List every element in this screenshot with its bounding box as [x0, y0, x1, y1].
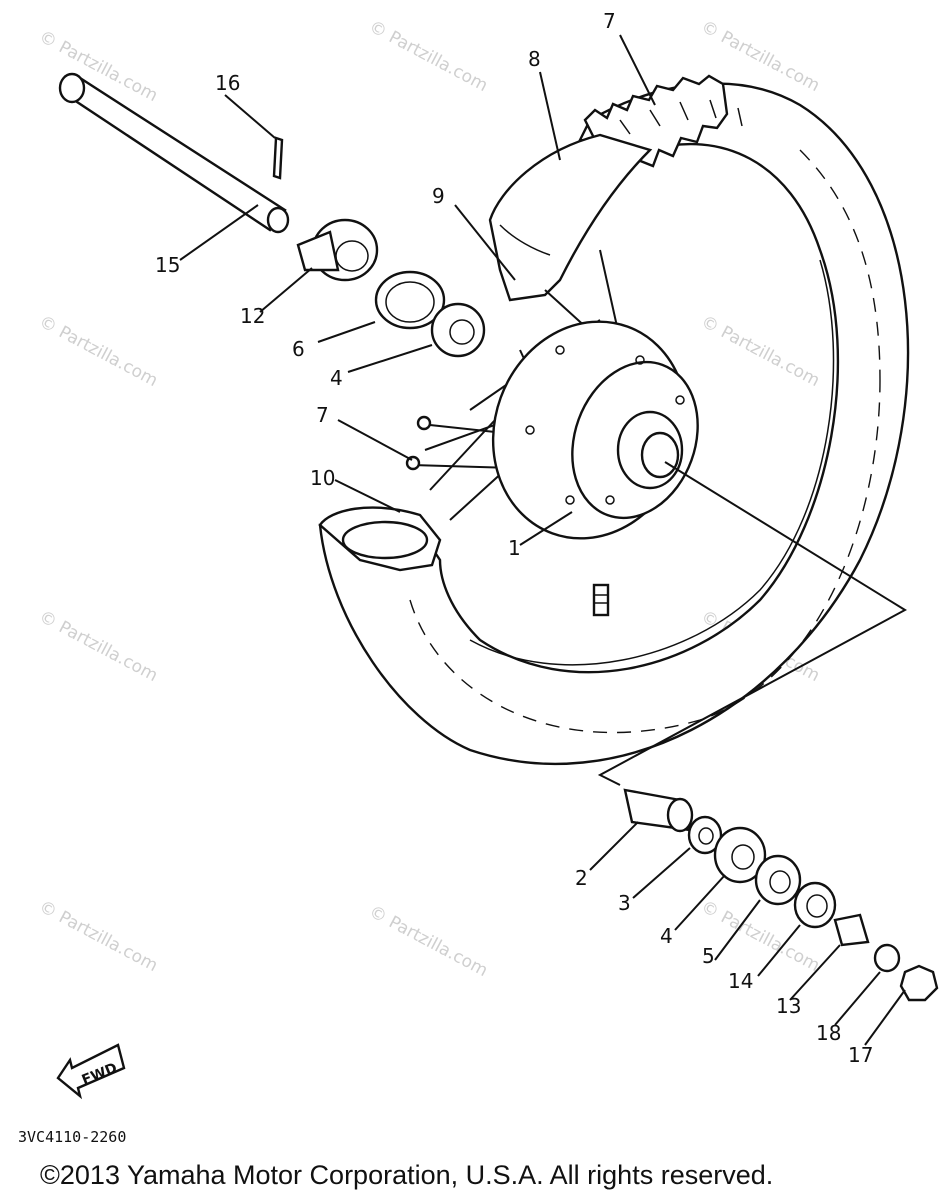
- callout-1: 1: [508, 536, 521, 560]
- leader-lines: [179, 34, 906, 1046]
- copyright-notice: ©2013 Yamaha Motor Corporation, U.S.A. A…: [40, 1160, 774, 1190]
- axle: [58, 72, 290, 234]
- oil-seal: [374, 270, 446, 330]
- callout-11: 10: [310, 466, 335, 490]
- callout-18: 18: [816, 1021, 841, 1045]
- bearing-bottom: [713, 826, 767, 884]
- spacer: [623, 788, 694, 833]
- washer: [873, 943, 901, 973]
- callout-15: 15: [155, 253, 180, 277]
- watermark: © Partzilla.com: [366, 902, 491, 981]
- callout-5: 5: [702, 944, 715, 968]
- callout-14: 14: [728, 969, 753, 993]
- callout-7-visible: 7: [316, 403, 329, 427]
- gear-unit: [793, 881, 837, 929]
- callout-3: 3: [618, 891, 631, 915]
- rim-section-bottom: [318, 506, 442, 572]
- callout-13: 13: [776, 994, 801, 1018]
- callout-2: 2: [575, 866, 588, 890]
- callout-4-bottom: 4: [660, 924, 673, 948]
- watermark: © Partzilla.com: [698, 312, 823, 391]
- hub: [491, 320, 699, 540]
- collar: [296, 218, 379, 282]
- watermark: © Partzilla.com: [36, 312, 161, 391]
- callout-10: 9: [432, 184, 445, 208]
- diagram-code: 3VC4110-2260: [18, 1128, 127, 1146]
- bearing-top: [430, 302, 486, 358]
- spacer-flange: [687, 815, 723, 855]
- watermark: © Partzilla.com: [36, 897, 161, 976]
- callout-9: 8: [528, 47, 541, 71]
- callout-12: 12: [240, 304, 265, 328]
- cotter-pin: [272, 136, 284, 180]
- fwd-arrow: FWD: [56, 1043, 126, 1100]
- watermark: © Partzilla.com: [366, 17, 491, 96]
- axle-nut: [899, 964, 939, 1002]
- watermark: © Partzilla.com: [36, 607, 161, 686]
- callout-4-top: 4: [330, 366, 343, 390]
- axle-center-line: [597, 461, 907, 786]
- oil-seal-bottom: [754, 854, 802, 906]
- rim-section-top: [488, 133, 653, 302]
- collar-bottom: [833, 913, 870, 947]
- callout-16: 17: [848, 1043, 873, 1067]
- valve-stem: [592, 583, 610, 617]
- callout-17: 16: [215, 71, 240, 95]
- callout-8: 7: [603, 9, 616, 33]
- callout-labels: 7 8 9 16 15 12 6 4 7 7 10 1 2 3 4 5 14 1…: [155, 9, 873, 1067]
- callout-6: 6: [292, 337, 305, 361]
